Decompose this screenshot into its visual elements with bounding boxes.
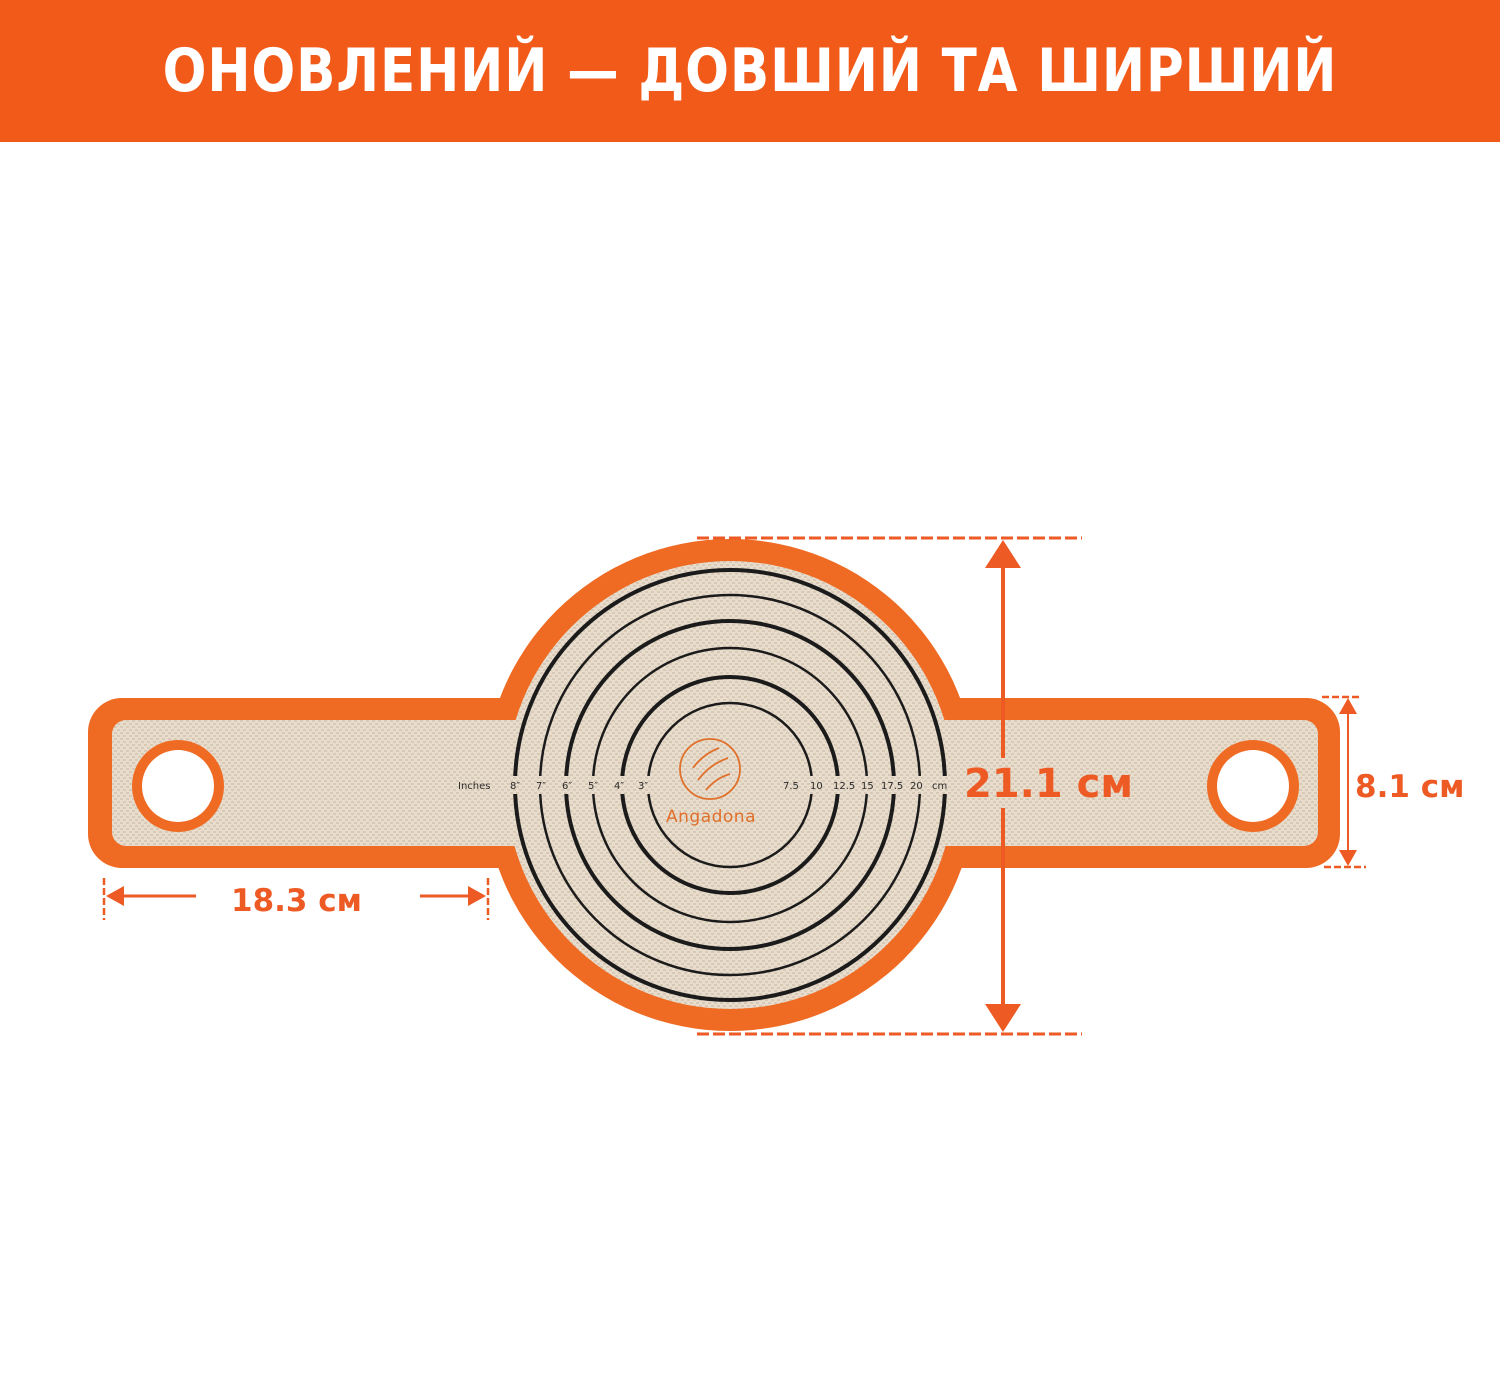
handle-width-dimension <box>1322 695 1366 869</box>
arrow-left-icon <box>106 886 124 906</box>
left-hanging-hole <box>132 740 224 832</box>
arrow-up-icon <box>985 540 1021 568</box>
ruler-cm-mark: 17.5 <box>881 781 903 792</box>
ruler-cm-mark: 7.5 <box>783 781 799 792</box>
handle-length-label: 18.3 см <box>231 883 362 919</box>
ruler-inch-mark: 8″ <box>510 781 520 792</box>
ruler-inches-label: Inches <box>458 781 491 792</box>
ruler-inch-mark: 3″ <box>638 781 648 792</box>
arrow-down-icon <box>1339 850 1357 866</box>
ruler-cm-mark: 15 <box>861 781 874 792</box>
ruler-cm-mark: 10 <box>810 781 823 792</box>
arrow-up-icon <box>1339 698 1357 714</box>
arrow-right-icon <box>468 886 486 906</box>
ruler-cm-mark: 20 <box>910 781 923 792</box>
ruler-cm: 7.5 10 12.5 15 17.5 20 cm <box>783 781 947 792</box>
ruler-cm-mark: 12.5 <box>833 781 855 792</box>
right-hanging-hole <box>1207 740 1299 832</box>
diameter-label-bg <box>962 758 1166 808</box>
handle-width-label: 8.1 см <box>1355 769 1464 805</box>
handle-length-dimension <box>102 878 490 920</box>
ruler-inch-mark: 6″ <box>562 781 572 792</box>
banner-title: ОНОВЛЕНИЙ — ДОВШИЙ ТА ШИРШИЙ <box>162 36 1338 106</box>
bread-icon <box>679 738 741 800</box>
brand-logo: Angadona <box>666 738 756 827</box>
ruler-strip <box>450 776 960 794</box>
arrow-down-icon <box>985 1004 1021 1032</box>
header-banner: ОНОВЛЕНИЙ — ДОВШИЙ ТА ШИРШИЙ <box>0 0 1500 142</box>
ruler-inches: Inches 8″ 7″ 6″ 5″ 4″ 3″ <box>458 781 648 792</box>
ruler-inch-mark: 5″ <box>588 781 598 792</box>
ruler-inch-mark: 7″ <box>536 781 546 792</box>
brand-name: Angadona <box>666 807 756 827</box>
ruler-inch-mark: 4″ <box>614 781 624 792</box>
ruler-cm-label: cm <box>932 781 947 792</box>
diameter-label: 21.1 см <box>964 761 1133 807</box>
